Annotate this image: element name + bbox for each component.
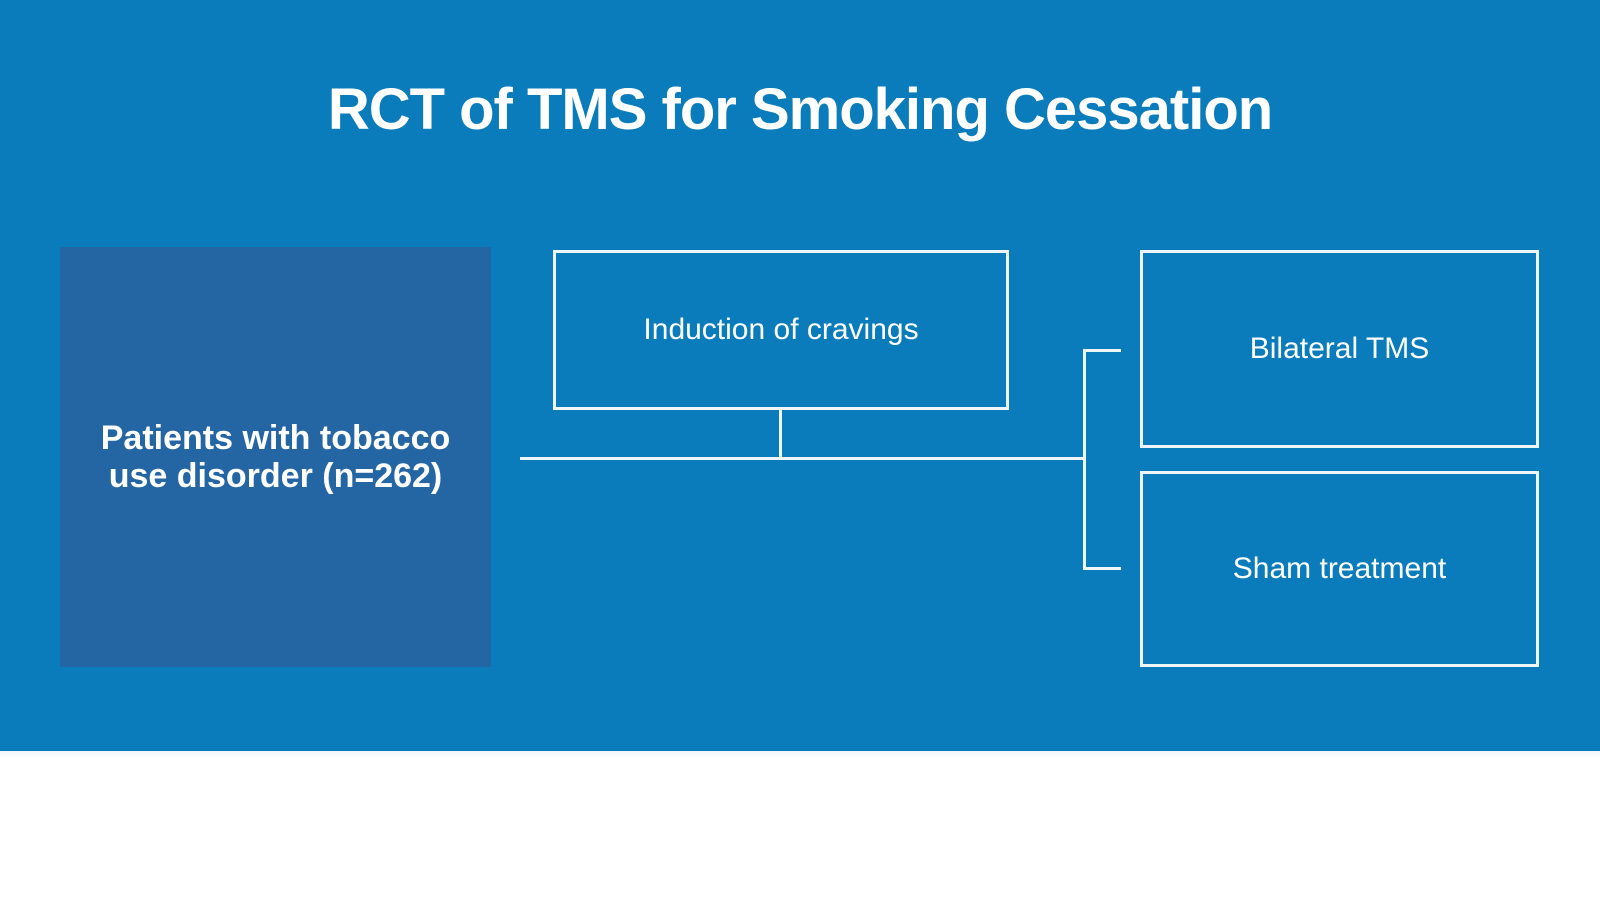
induction-box: Induction of cravings bbox=[553, 250, 1009, 410]
arm-box-bilateral-tms-label: Bilateral TMS bbox=[1249, 332, 1430, 365]
population-box-label: Patients with tobacco use disorder (n=26… bbox=[100, 419, 451, 495]
footer: Zangen, A., Moshe, H., Martinez, D., Bar… bbox=[0, 751, 1600, 899]
connector-main-horizontal-line bbox=[520, 457, 1086, 460]
connector-bracket-vertical-line bbox=[1083, 349, 1086, 570]
arm-box-sham-treatment: Sham treatment bbox=[1140, 471, 1539, 667]
slide-title: RCT of TMS for Smoking Cessation bbox=[327, 77, 1273, 142]
slide-blue-background: RCT of TMS for Smoking Cessation Patient… bbox=[0, 0, 1600, 751]
arm-box-bilateral-tms: Bilateral TMS bbox=[1140, 250, 1539, 448]
arm-box-sham-treatment-label: Sham treatment bbox=[1232, 552, 1447, 585]
population-box: Patients with tobacco use disorder (n=26… bbox=[60, 247, 491, 667]
connector-induction-stub-line bbox=[779, 410, 782, 460]
induction-box-label: Induction of cravings bbox=[643, 313, 919, 346]
connector-bracket-top-stub-line bbox=[1083, 349, 1121, 352]
connector-bracket-bottom-stub-line bbox=[1083, 567, 1121, 570]
